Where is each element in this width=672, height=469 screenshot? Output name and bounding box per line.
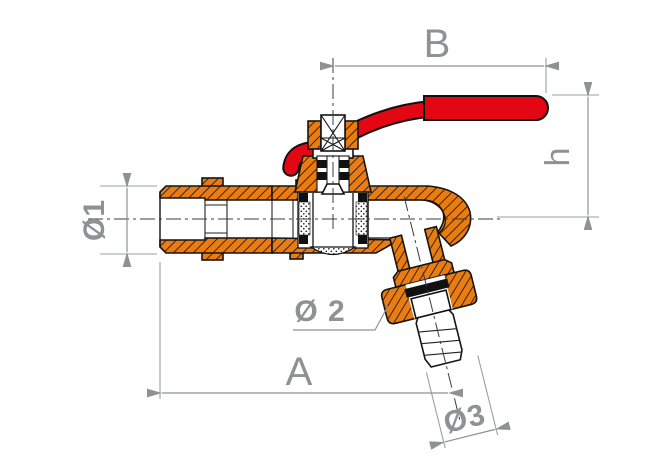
nut-flank-left xyxy=(307,120,322,150)
dimension-h: h xyxy=(497,82,599,230)
o-ring xyxy=(339,172,349,180)
hose-barb xyxy=(415,309,463,368)
ball-bottom-crescent xyxy=(309,246,357,256)
inlet-wall-bottom xyxy=(159,237,273,254)
spout-assembly: Ø3 xyxy=(380,196,511,450)
o-ring xyxy=(339,160,349,168)
o-ring xyxy=(317,160,327,168)
seal-corner xyxy=(358,193,367,202)
seal-corner xyxy=(299,235,308,244)
centerlines xyxy=(88,58,502,230)
label-diameter-3: Ø3 xyxy=(440,398,489,440)
seal-corner xyxy=(299,193,308,202)
inlet-wall-top xyxy=(159,185,273,201)
label-diameter-1: Ø1 xyxy=(78,199,111,241)
dimension-diameter-1: Ø1 xyxy=(78,173,157,267)
label-dim-b: B xyxy=(424,22,451,66)
dimension-diameter-2: Ø 2 xyxy=(293,295,389,331)
label-diameter-2: Ø 2 xyxy=(294,295,345,328)
dimension-B: B xyxy=(320,22,559,93)
hose-washer-seal xyxy=(404,278,450,298)
seal-corner xyxy=(358,235,367,244)
dimension-A: A xyxy=(147,262,463,399)
spout-centerline xyxy=(403,196,462,424)
nut-flank-right xyxy=(344,120,359,150)
dim-d3-line xyxy=(429,421,511,450)
o-ring xyxy=(317,172,327,180)
label-dim-h: h xyxy=(539,148,577,167)
handle-grip xyxy=(423,95,550,121)
dim-d2-leader xyxy=(293,305,389,331)
label-dim-a: A xyxy=(286,350,313,394)
